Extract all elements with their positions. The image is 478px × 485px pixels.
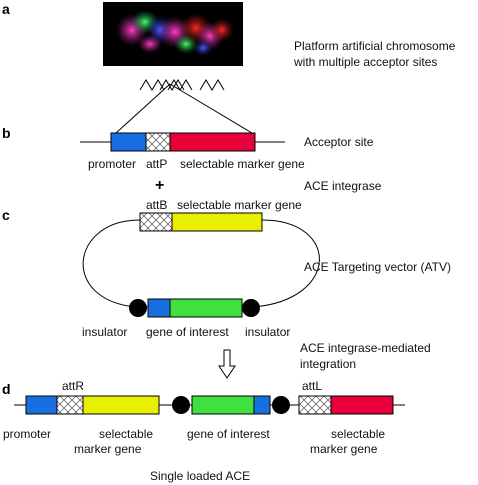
locus-attr-block bbox=[56, 395, 84, 415]
acceptor-site-title: Acceptor site bbox=[304, 135, 374, 149]
atv-marker-block bbox=[171, 212, 263, 232]
acceptor-promoter-block bbox=[110, 132, 147, 152]
atv-label-goi: gene of interest bbox=[146, 325, 229, 339]
chromosome-image bbox=[103, 2, 243, 66]
panel-label-a: a bbox=[2, 1, 10, 17]
locus-marker-yellow-block bbox=[82, 395, 160, 415]
acceptor-label-promoter: promoter bbox=[88, 157, 136, 171]
integration-label-line2: integration bbox=[300, 357, 356, 371]
atv-label-insulator-left: insulator bbox=[82, 325, 127, 339]
locus-goi-block bbox=[191, 395, 255, 415]
atv-label-attb: attB bbox=[146, 198, 167, 212]
acceptor-label-attp: attP bbox=[146, 157, 167, 171]
locus-attl-block bbox=[298, 395, 332, 415]
locus-label-attr: attR bbox=[62, 379, 84, 393]
acceptor-marker-block bbox=[169, 132, 256, 152]
locus-promoter-block bbox=[25, 395, 58, 415]
panel-label-d: d bbox=[2, 381, 11, 397]
locus-promoter-rev-block bbox=[253, 395, 271, 415]
locus-insulator-left bbox=[172, 396, 190, 414]
acceptor-attp-block bbox=[145, 132, 171, 152]
integration-label-line1: ACE integrase-mediated bbox=[300, 341, 431, 355]
atv-label-insulator-right: insulator bbox=[245, 325, 290, 339]
acceptor-site-markers bbox=[139, 79, 225, 91]
atv-plasmid-loop bbox=[82, 219, 320, 308]
locus-label-marker-left-1: selectable bbox=[99, 427, 153, 441]
zoom-lines bbox=[115, 83, 253, 134]
locus-caption: Single loaded ACE bbox=[150, 469, 250, 483]
atv-title: ACE Targeting vector (ATV) bbox=[304, 260, 451, 274]
locus-label-marker-left-2: marker gene bbox=[74, 442, 142, 456]
plus-sign: + bbox=[155, 177, 164, 194]
atv-attb-block bbox=[139, 212, 173, 232]
locus-label-marker-right-2: marker gene bbox=[310, 442, 378, 456]
acceptor-label-marker: selectable marker gene bbox=[180, 157, 305, 171]
locus-label-promoter: promoter bbox=[3, 427, 51, 441]
atv-label-marker: selectable marker gene bbox=[177, 198, 302, 212]
atv-promoter-block bbox=[147, 298, 171, 318]
integrase-label: ACE integrase bbox=[304, 179, 382, 193]
locus-insulator-right bbox=[272, 396, 290, 414]
chromosome-caption-line2: with multiple acceptor sites bbox=[293, 55, 437, 69]
atv-goi-block bbox=[169, 298, 243, 318]
locus-label-marker-right-1: selectable bbox=[331, 427, 385, 441]
locus-label-goi: gene of interest bbox=[187, 427, 270, 441]
atv-insulator-right bbox=[242, 299, 260, 317]
locus-marker-red-block bbox=[330, 395, 394, 415]
panel-label-c: c bbox=[2, 207, 10, 223]
chromosome-caption-line1: Platform artificial chromosome bbox=[294, 39, 456, 53]
locus-label-attl: attL bbox=[302, 379, 322, 393]
integration-arrow bbox=[218, 349, 236, 379]
panel-label-b: b bbox=[2, 125, 11, 141]
atv-insulator-left bbox=[129, 299, 147, 317]
